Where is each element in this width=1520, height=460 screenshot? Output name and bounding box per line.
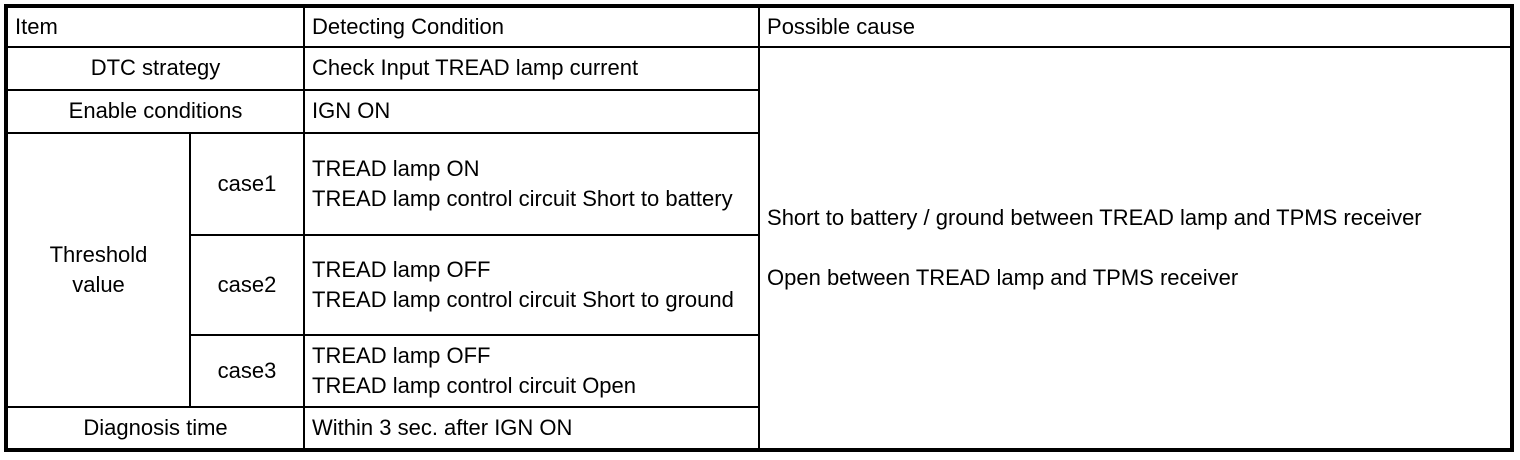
possible-cause-line-2: Open between TREAD lamp and TPMS receive… xyxy=(767,264,1239,290)
threshold-value-label: Threshold value xyxy=(5,131,191,408)
possible-cause-cell: Short to battery / ground between TREAD … xyxy=(758,45,1514,452)
diagnosis-time-row: Diagnosis time Within 3 sec. after IGN O… xyxy=(4,405,1512,452)
case2-condition: TREAD lamp OFF TREAD lamp control circui… xyxy=(303,234,761,337)
dtc-specification-table: Item Detecting Condition Possible cause … xyxy=(4,4,1515,452)
column-header-detecting-condition: Detecting Condition xyxy=(303,5,761,48)
dtc-strategy-value: Check Input TREAD lamp current xyxy=(303,45,761,91)
header-row: Item Detecting Condition Possible cause xyxy=(4,5,1514,48)
column-header-item: Item xyxy=(4,5,306,48)
enable-conditions-row: Enable conditions IGN ON xyxy=(4,88,1512,134)
case1-condition: TREAD lamp ON TREAD lamp control circuit… xyxy=(303,131,761,237)
dtc-strategy-row: DTC strategy Check Input TREAD lamp curr… xyxy=(4,45,1514,452)
possible-cause-line-1: Short to battery / ground between TREAD … xyxy=(767,204,1422,230)
diagnosis-time-label: Diagnosis time xyxy=(4,405,306,452)
dtc-strategy-label: DTC strategy xyxy=(4,45,306,91)
case1-label: case1 xyxy=(188,131,306,237)
case2-label: case2 xyxy=(188,234,306,337)
threshold-case3-row: case3 TREAD lamp OFF TREAD lamp control … xyxy=(6,334,1512,408)
case3-label: case3 xyxy=(188,334,306,408)
diagnosis-time-value: Within 3 sec. after IGN ON xyxy=(303,405,761,452)
case3-condition: TREAD lamp OFF TREAD lamp control circui… xyxy=(303,334,761,408)
enable-conditions-label: Enable conditions xyxy=(4,88,306,134)
enable-conditions-value: IGN ON xyxy=(303,88,761,134)
column-header-possible-cause: Possible cause xyxy=(758,5,1514,48)
threshold-case1-row: Threshold value case1 TREAD lamp ON TREA… xyxy=(5,131,1512,408)
threshold-case2-row: case2 TREAD lamp OFF TREAD lamp control … xyxy=(6,234,1512,337)
